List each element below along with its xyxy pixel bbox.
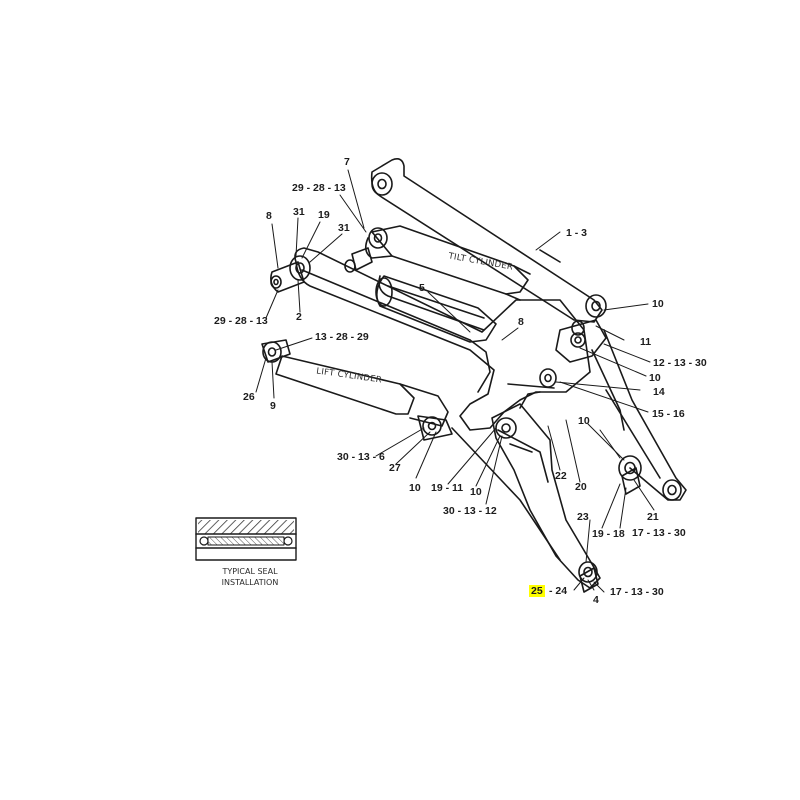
callout-19-18: 19 - 18: [592, 528, 625, 540]
callout-2: 2: [296, 311, 302, 323]
callout-24: - 24: [549, 585, 568, 597]
callout-15-16: 15 - 16: [652, 408, 685, 420]
callout-31-b: 31: [338, 222, 350, 234]
leader-lines: [255, 169, 655, 593]
callout-5: 5: [419, 282, 425, 294]
callout-10-d: 10: [409, 482, 421, 494]
callout-10-a: 10: [652, 298, 664, 310]
callout-8-mid: 8: [518, 316, 524, 328]
callout-30-13-6: 30 - 13 - 6: [337, 451, 385, 463]
callout-12-13-30: 12 - 13 - 30: [653, 357, 707, 369]
right-pins: [571, 320, 641, 593]
callout-19-11: 19 - 11: [431, 482, 464, 494]
callout-22: 22: [555, 470, 567, 482]
callout-8-left: 8: [266, 210, 272, 222]
callout-17-13-30-a: 17 - 13 - 30: [632, 527, 686, 539]
seal-caption-line2: INSTALLATION: [221, 578, 279, 587]
inner-cylinder: [375, 275, 497, 343]
callout-9: 9: [270, 400, 276, 412]
seal-caption-line1: TYPICAL SEAL: [222, 567, 278, 576]
upper-tilt-link: [370, 158, 607, 323]
callout-10-c: 10: [578, 415, 590, 427]
callout-30-13-12: 30 - 13 - 12: [443, 505, 497, 517]
callout-27: 27: [389, 462, 401, 474]
callout-19-a: 19: [318, 209, 330, 221]
tilt-cylinder: [344, 225, 531, 331]
callout-1-3: 1 - 3: [566, 227, 588, 239]
callout-14: 14: [653, 386, 665, 398]
callout-4: 4: [593, 594, 599, 606]
callout-17-13-30-b: 17 - 13 - 30: [610, 586, 664, 598]
left-pin-bracket: [270, 261, 305, 293]
lift-cylinder: [261, 339, 453, 441]
callout-23: 23: [577, 511, 589, 523]
callout-20: 20: [575, 481, 587, 493]
callout-26: 26: [243, 391, 255, 403]
callout-10-b: 10: [649, 372, 661, 384]
callout-21: 21: [647, 511, 659, 523]
callout-29-28-13-bottom: 29 - 28 - 13: [214, 315, 268, 327]
callout-29-28-13-top: 29 - 28 - 13: [292, 182, 346, 194]
seal-installation-inset: [195, 517, 297, 561]
callout-25-highlight: 25: [529, 585, 545, 597]
callout-11-a: 11: [640, 336, 652, 348]
seal-caption: TYPICAL SEAL INSTALLATION: [210, 566, 290, 588]
callout-7: 7: [344, 156, 350, 168]
callout-25: 25: [529, 585, 545, 598]
callout-10-e: 10: [470, 486, 482, 498]
callout-31-a: 31: [293, 206, 305, 218]
callout-13-28-29: 13 - 28 - 29: [315, 331, 369, 343]
